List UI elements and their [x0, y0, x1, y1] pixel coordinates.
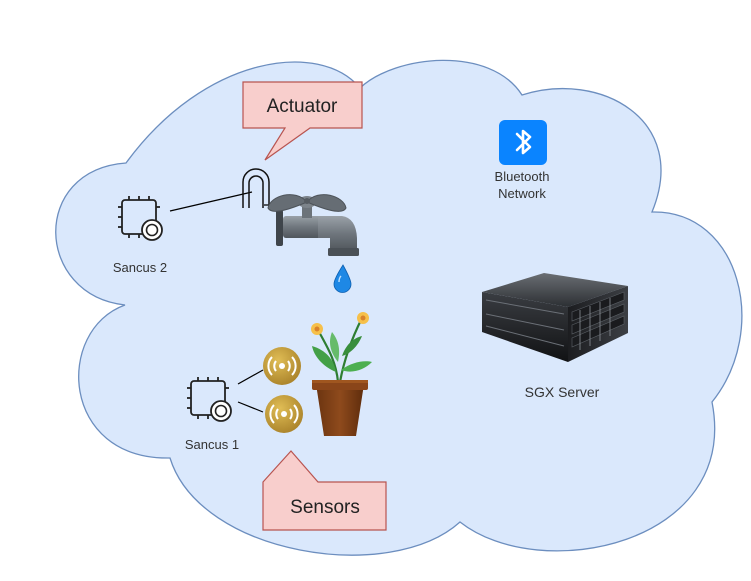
water-drop-icon	[333, 264, 352, 293]
link-sancus1-sensor-bottom	[237, 401, 264, 413]
bluetooth-label-line2: Network	[498, 186, 546, 201]
server-icon	[482, 273, 628, 362]
sancus2-label: Sancus 2	[113, 260, 167, 275]
link-sancus2-relay	[169, 191, 253, 212]
plant-icon	[311, 312, 372, 436]
sensors-label: Sensors	[290, 497, 360, 518]
sancus1-microcontroller-icon	[187, 377, 232, 422]
relay-icon	[242, 168, 270, 208]
link-sancus1-sensor-top	[237, 369, 264, 385]
actuator-label: Actuator	[267, 96, 338, 117]
bluetooth-icon	[499, 120, 547, 165]
actuator-callout: Actuator	[242, 81, 363, 161]
sensor-top-icon	[263, 347, 301, 385]
bluetooth-label-line1: Bluetooth	[495, 169, 550, 184]
sensor-bottom-icon	[265, 395, 303, 433]
sancus1-label: Sancus 1	[185, 437, 239, 452]
sensors-callout: Sensors	[262, 450, 387, 531]
network-cloud	[55, 59, 743, 556]
server-label: SGX Server	[525, 384, 600, 400]
sancus2-microcontroller-icon	[118, 196, 163, 241]
faucet-icon	[267, 194, 359, 256]
